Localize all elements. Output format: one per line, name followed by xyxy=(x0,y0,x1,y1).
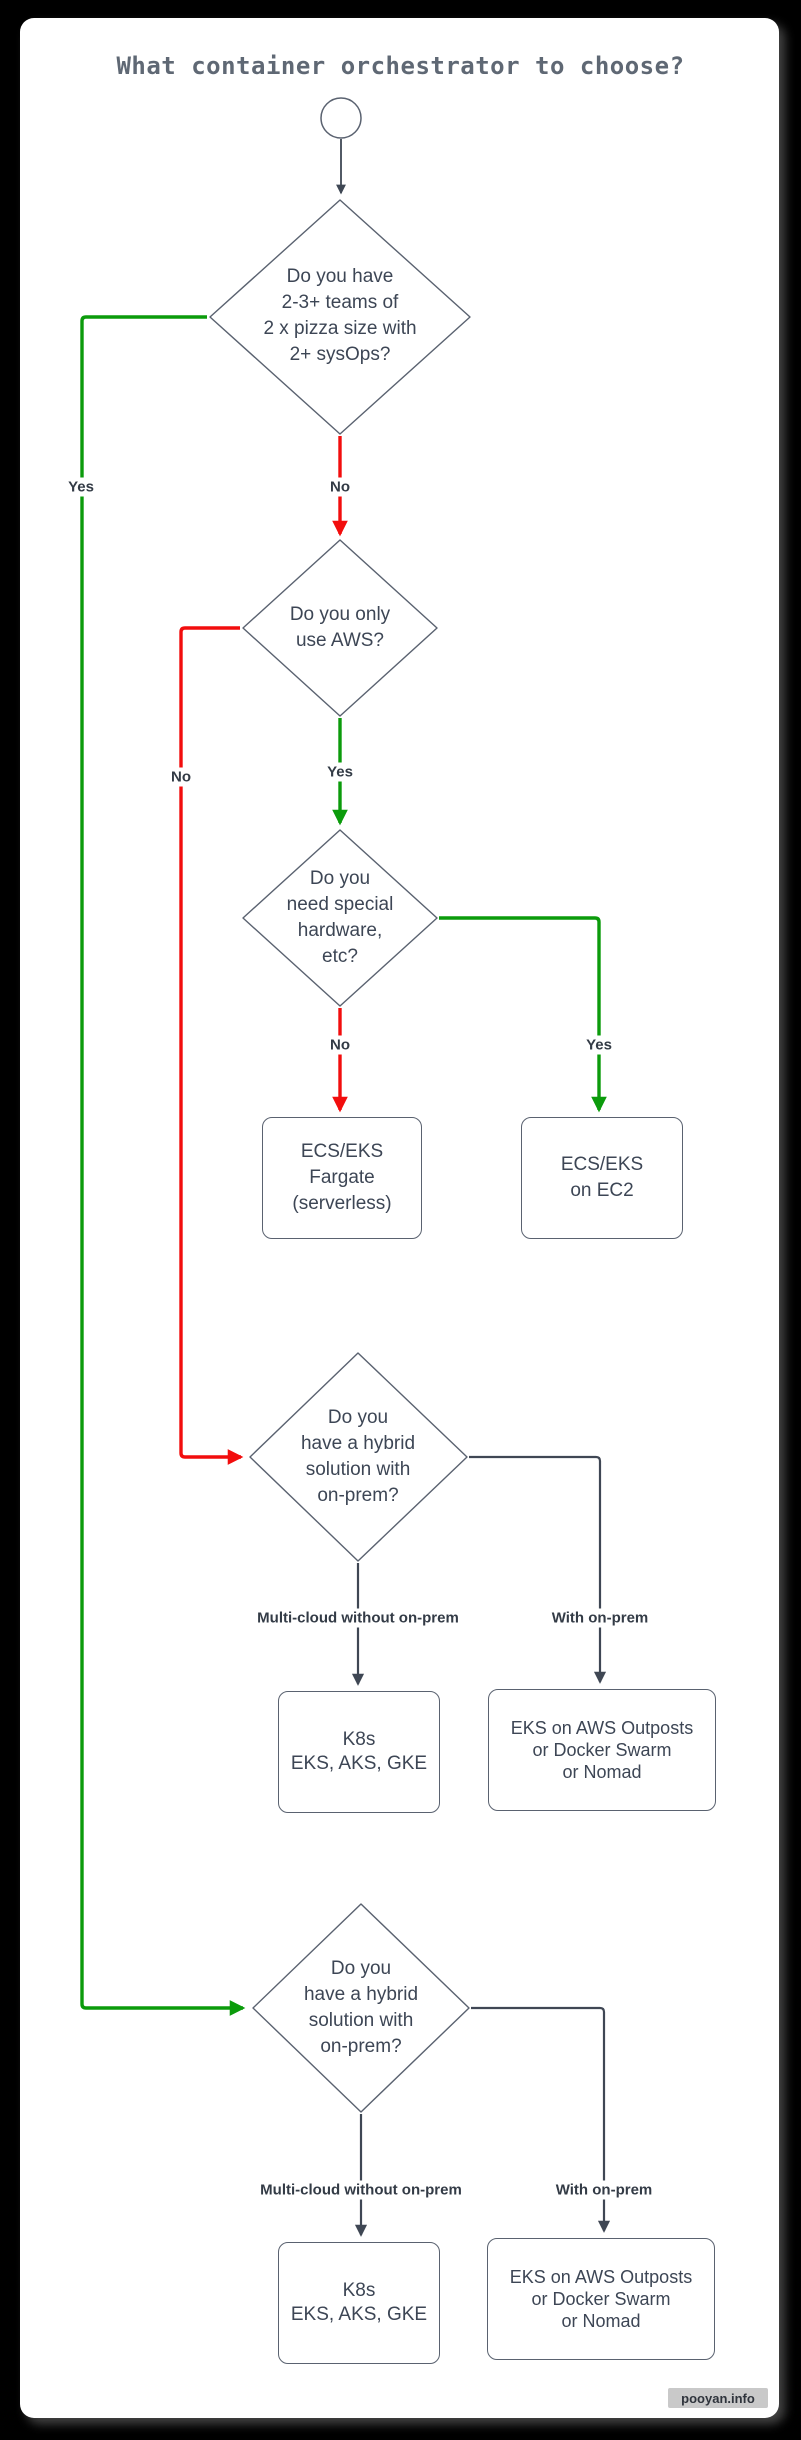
edge-label-d2-yes: Yes xyxy=(323,762,357,782)
edge-label-d3-no: No xyxy=(326,1035,354,1055)
decision-teams-node xyxy=(209,199,471,435)
edge-d4-withonprem xyxy=(469,1455,607,1684)
decision-hybrid-mid-text: Do you have a hybrid solution with on-pr… xyxy=(300,1407,416,1506)
edge-label-d1-no: No xyxy=(326,477,354,497)
edge-d5-withonprem xyxy=(471,2006,611,2233)
decision-only-aws-text: Do you only use AWS? xyxy=(289,604,391,651)
edge-label-d5-multicloud: Multi-cloud without on-prem xyxy=(256,2180,466,2200)
edge-d2-no xyxy=(179,626,244,1465)
watermark-badge: pooyan.info xyxy=(668,2388,768,2408)
result-k8s-bottom: K8s EKS, AKS, GKE xyxy=(278,2242,440,2364)
result-eks-outposts-bottom: EKS on AWS Outposts or Docker Swarm or N… xyxy=(487,2238,715,2360)
edge-d1-yes xyxy=(80,315,246,2016)
result-k8s-mid: K8s EKS, AKS, GKE xyxy=(278,1691,440,1813)
result-eks-outposts-mid: EKS on AWS Outposts or Docker Swarm or N… xyxy=(488,1689,716,1811)
decision-hybrid-bottom-node xyxy=(252,1903,470,2113)
decision-hybrid-bottom-text: Do you have a hybrid solution with on-pr… xyxy=(303,1958,419,2057)
edge-label-d4-withonprem: With on-prem xyxy=(547,1608,653,1628)
decision-hybrid-mid-node xyxy=(249,1352,468,1562)
decision-teams-text: Do you have 2-3+ teams of 2 x pizza size… xyxy=(263,266,417,365)
decision-special-hardware-node xyxy=(242,829,438,1007)
decision-special-hardware-text: Do you need special hardware, etc? xyxy=(286,868,394,967)
edge-label-d4-multicloud: Multi-cloud without on-prem xyxy=(253,1608,463,1628)
result-ecs-eks-ec2: ECS/EKS on EC2 xyxy=(521,1117,683,1239)
edge-label-d3-yes: Yes xyxy=(582,1035,616,1055)
result-ecs-eks-fargate: ECS/EKS Fargate (serverless) xyxy=(262,1117,422,1239)
edge-label-d2-no: No xyxy=(167,767,195,787)
start-node xyxy=(320,97,362,139)
edge-d3-yes xyxy=(439,916,607,1113)
edge-label-d1-yes: Yes xyxy=(64,477,98,497)
edge-label-d5-withonprem: With on-prem xyxy=(551,2180,657,2200)
page-title: What container orchestrator to choose? xyxy=(116,52,685,80)
decision-only-aws-node xyxy=(242,539,438,717)
